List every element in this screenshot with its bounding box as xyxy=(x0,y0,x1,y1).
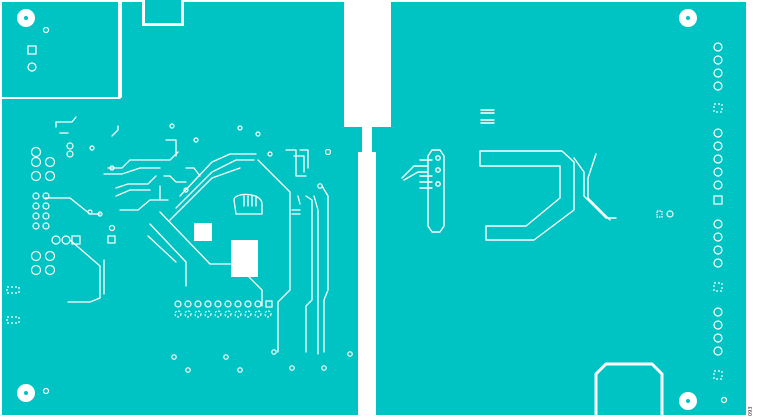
ic-pad-large xyxy=(231,240,258,277)
right-board-traces xyxy=(401,109,617,241)
figure-number: 093 xyxy=(748,396,760,418)
edge-connector-column xyxy=(713,42,723,380)
left-board-solid-pads xyxy=(194,223,258,277)
chip-outline xyxy=(427,149,445,233)
header-row-bottom xyxy=(174,310,272,318)
right-copper-region xyxy=(372,2,746,418)
figure-number-text: 093 xyxy=(748,406,754,416)
antenna-trace xyxy=(479,150,575,241)
mounting-holes xyxy=(17,9,697,410)
right-board-pads xyxy=(656,42,728,404)
header-row-top xyxy=(174,300,273,308)
right-copper-pour xyxy=(372,2,746,415)
connector-cutout-bottom xyxy=(594,362,664,418)
ic-pad-small xyxy=(194,223,212,241)
left-board-traces xyxy=(43,116,329,355)
